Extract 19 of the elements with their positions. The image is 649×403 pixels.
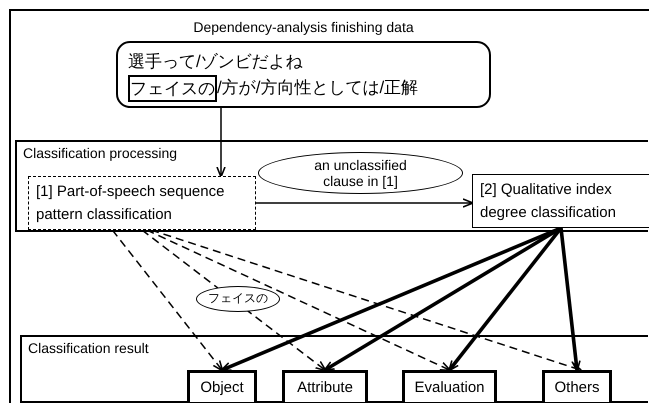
edge-label: an unclassified clause in [1] bbox=[258, 152, 463, 194]
arrow bbox=[216, 108, 226, 178]
category-box: Object bbox=[187, 370, 257, 403]
process-box: [1] Part-of-speech sequence pattern classification bbox=[28, 176, 256, 230]
text-line: 選手って/ゾンビだよね bbox=[128, 51, 304, 73]
arrow bbox=[559, 228, 581, 372]
group-panel bbox=[20, 335, 648, 403]
category-box: Evaluation bbox=[402, 370, 497, 403]
highlight-box: フェイスの bbox=[128, 75, 217, 102]
category-box: Attribute bbox=[282, 370, 368, 403]
panel-heading: Classification processing bbox=[23, 145, 178, 161]
process-box: [2] Qualitative index degree classification bbox=[472, 174, 649, 228]
category-box: Others bbox=[542, 370, 612, 403]
box-heading: Dependency-analysis finishing data bbox=[192, 18, 415, 36]
edge-label: フェイスの bbox=[196, 286, 280, 312]
arrow bbox=[112, 230, 224, 372]
panel-heading: Classification result bbox=[28, 340, 149, 356]
text-line: /方が/方向性としては/正解 bbox=[217, 77, 418, 99]
arrow bbox=[256, 198, 474, 208]
